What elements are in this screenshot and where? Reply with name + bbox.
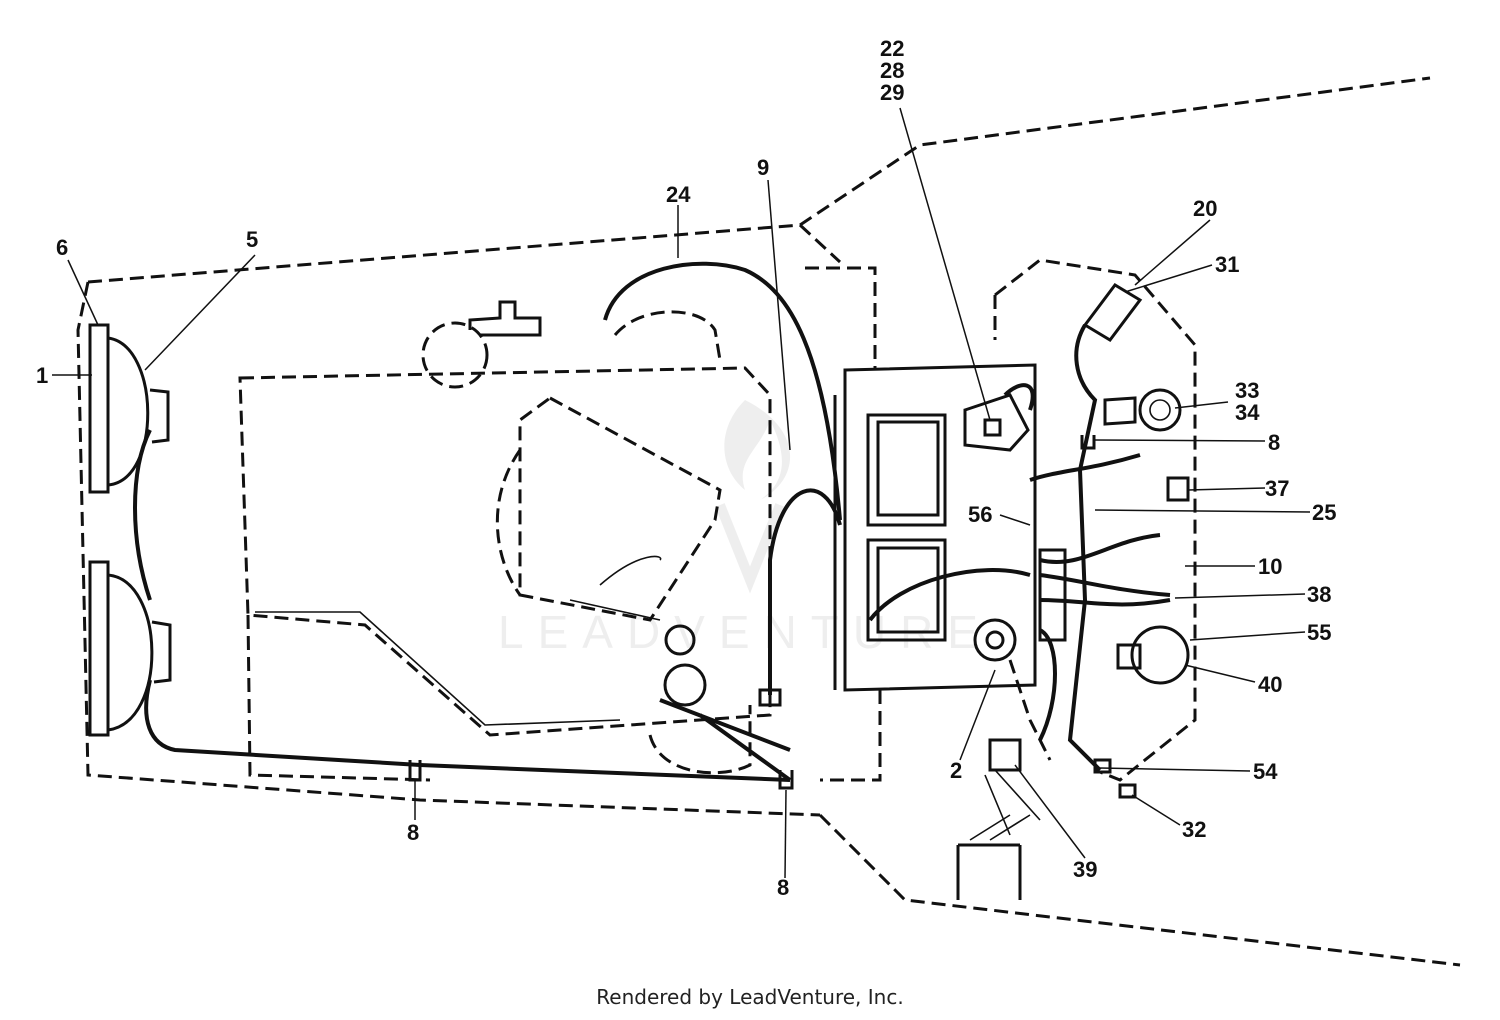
- lower-column: [956, 738, 1041, 900]
- callout-25: 25: [1312, 500, 1336, 525]
- harness-9: [768, 488, 842, 695]
- callout-8a: 8: [407, 820, 419, 845]
- callout-31: 31: [1215, 252, 1239, 277]
- callouts: 1 2 5 6 8 8 8 9 10 20 22 24 25 28 29 31 …: [36, 36, 1336, 900]
- headlight-harness: [133, 429, 791, 782]
- callout-8b: 8: [777, 875, 789, 900]
- callout-40: 40: [1258, 672, 1282, 697]
- callout-8c: 8: [1268, 430, 1280, 455]
- callout-32: 32: [1182, 817, 1206, 842]
- callout-54: 54: [1253, 759, 1278, 784]
- callout-24: 24: [666, 182, 691, 207]
- connector-block: [1038, 548, 1067, 642]
- callout-5: 5: [246, 227, 258, 252]
- callout-2: 2: [950, 758, 962, 783]
- air-cleaner: [495, 396, 722, 622]
- callout-9: 9: [757, 155, 769, 180]
- harness-24: [603, 261, 842, 521]
- harness-9-connector: [758, 688, 782, 707]
- starter: [648, 624, 792, 782]
- callout-22: 22: [880, 36, 904, 61]
- callout-6: 6: [56, 235, 68, 260]
- hood-outline: [76, 76, 1461, 967]
- callout-38: 38: [1307, 582, 1331, 607]
- callout-20: 20: [1193, 196, 1217, 221]
- callout-29: 29: [880, 80, 904, 105]
- watermark-flame-icon: [724, 400, 791, 500]
- main-harness: [868, 453, 1171, 741]
- callout-39: 39: [1073, 857, 1097, 882]
- engine: [238, 300, 772, 782]
- callout-10: 10: [1258, 554, 1282, 579]
- ignition-switch: [963, 383, 1035, 452]
- headlight-lower: [88, 560, 172, 737]
- callout-34: 34: [1235, 400, 1260, 425]
- callout-37: 37: [1265, 476, 1289, 501]
- console: [993, 258, 1197, 799]
- callout-28: 28: [880, 58, 904, 83]
- callout-33: 33: [1235, 378, 1259, 403]
- footer-credit: Rendered by LeadVenture, Inc.: [596, 985, 904, 1009]
- callout-1: 1: [36, 363, 48, 388]
- callout-56: 56: [968, 502, 992, 527]
- key-switch: [973, 618, 1052, 761]
- leader-lines: [52, 107, 1311, 879]
- watermark: LEADVENTURE: [498, 400, 978, 658]
- headlight-upper: [88, 323, 170, 494]
- callout-55: 55: [1307, 620, 1331, 645]
- dash-panel: [805, 266, 1037, 782]
